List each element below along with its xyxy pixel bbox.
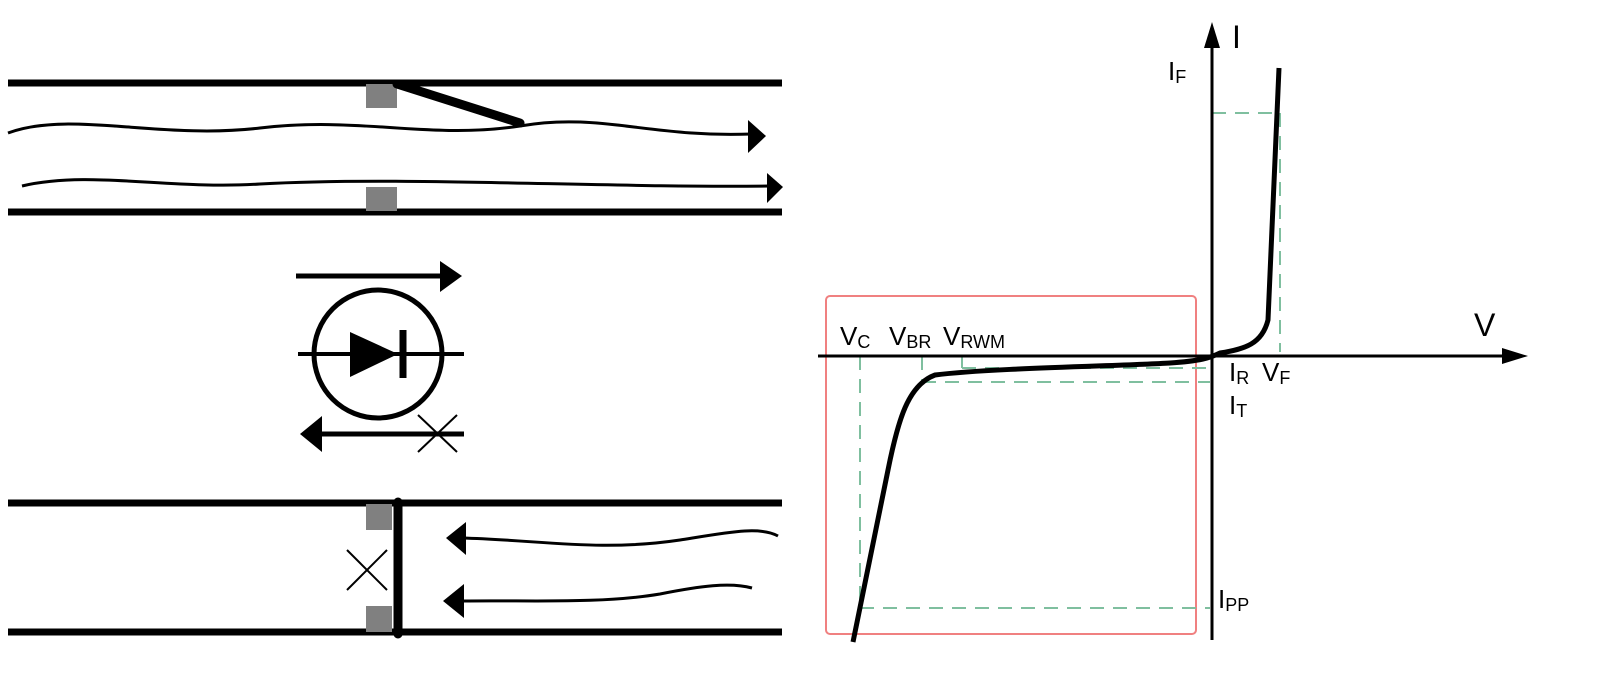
iv-chart: I V IF IR VF IT IPP VC VBR VRWM: [818, 19, 1528, 643]
voltage-axis-label: V: [1474, 307, 1496, 343]
arrow-left-icon: [446, 522, 466, 555]
valve-closed-pipe: [8, 497, 782, 639]
label-vbr: VBR: [889, 321, 931, 352]
valve-seat-bottom: [366, 187, 397, 211]
arrow-right-icon: [767, 173, 783, 203]
iv-curve: [850, 67, 1282, 643]
valve-open-pipe: [7, 79, 783, 216]
valve-seat-bottom: [366, 606, 392, 632]
arrow-left-icon: [300, 416, 322, 452]
current-axis-label: I: [1232, 19, 1241, 55]
diode-triangle: [350, 332, 398, 377]
flow-line-lower: [461, 583, 753, 603]
cross-mark-icon: [346, 549, 388, 591]
label-it: IT: [1229, 390, 1247, 421]
arrow-left-icon: [443, 584, 464, 618]
current-axis-arrow: [1204, 22, 1220, 48]
valve-flap-open: [392, 79, 525, 128]
label-ir: IR: [1229, 357, 1249, 388]
valve-seat-top: [366, 504, 392, 530]
label-vf: VF: [1262, 357, 1290, 388]
reverse-region-box: [825, 295, 1197, 635]
diode-symbol-icon: [296, 261, 464, 453]
label-ipp: IPP: [1218, 584, 1249, 615]
label-vrwm: VRWM: [943, 321, 1005, 352]
flow-line-upper: [461, 529, 779, 547]
flow-line-upper: [7, 120, 753, 136]
cross-mark-icon: [417, 414, 458, 453]
valve-seat-top: [366, 84, 397, 108]
label-if: IF: [1168, 56, 1186, 87]
arrow-right-icon: [748, 120, 766, 153]
voltage-axis-arrow: [1502, 348, 1528, 364]
guide-dashes: [859, 112, 1281, 609]
arrow-right-icon: [440, 261, 462, 292]
flow-line-lower: [21, 178, 771, 188]
label-vc: VC: [840, 321, 870, 352]
